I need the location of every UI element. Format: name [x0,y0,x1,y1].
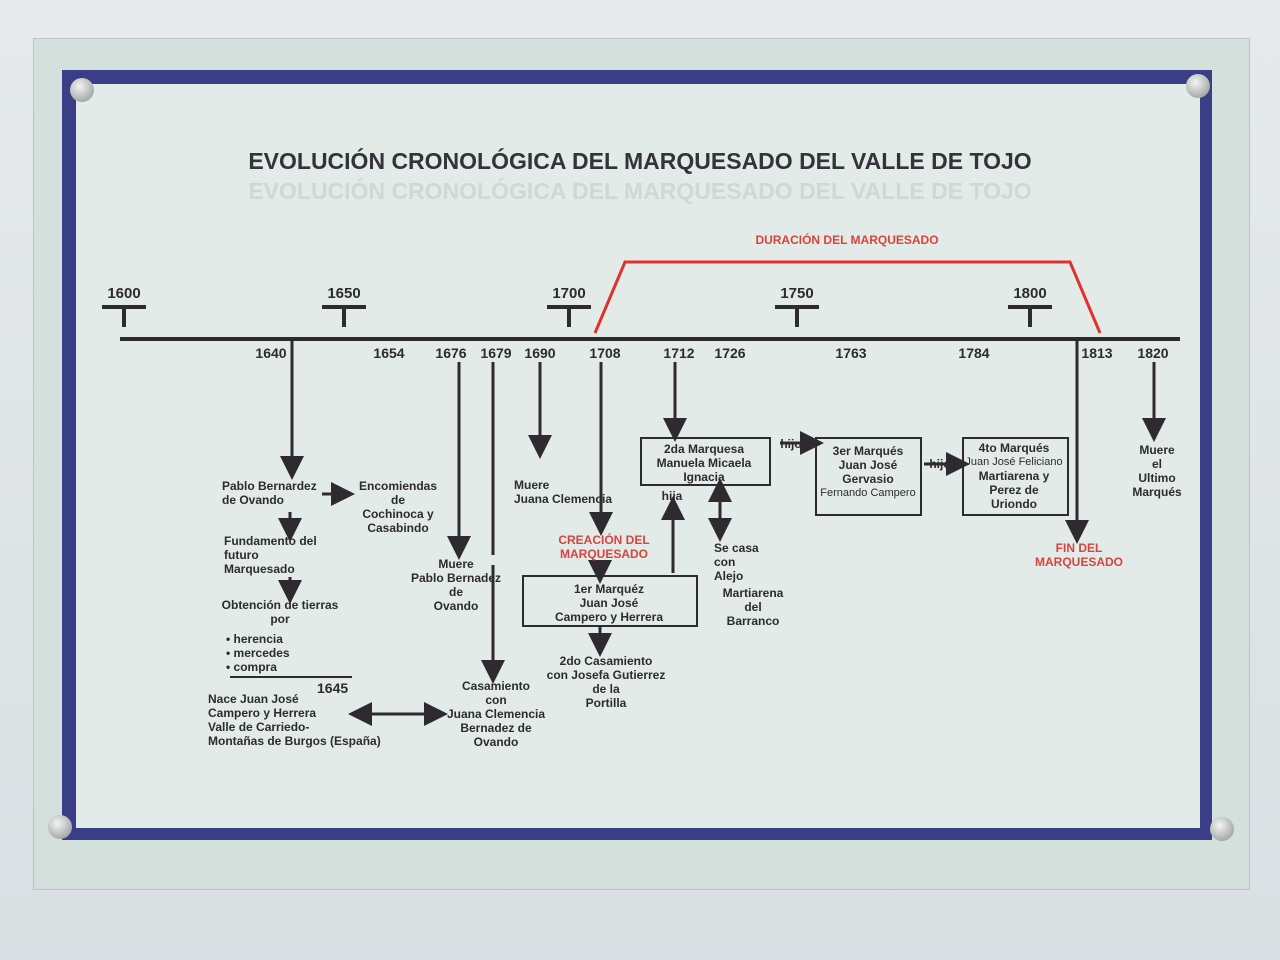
label-hijo: hijo [929,457,951,471]
event-year: 1784 [958,345,990,361]
bolt-icon [70,78,94,102]
bolt-icon [1210,817,1234,841]
major-year: 1700 [552,285,586,302]
box-marques-1 [522,575,698,627]
major-year: 1650 [327,285,361,302]
event-year: 1676 [435,345,467,361]
bolt-icon [1186,74,1210,98]
event-year: 1712 [663,345,695,361]
plaque-title: EVOLUCIÓN CRONOLÓGICA DEL MARQUESADO DEL… [248,148,1032,174]
event-year: 1820 [1137,345,1169,361]
event-year: 1813 [1081,345,1113,361]
major-year: 1750 [780,285,814,302]
event-year: 1654 [373,345,405,361]
bolt-icon [48,815,72,839]
year-1645: 1645 [317,680,349,696]
box-marques-4 [962,437,1069,516]
event-year: 1640 [255,345,287,361]
event-year: 1726 [714,345,746,361]
timeline-panel [76,84,1200,828]
label-hija: hija [661,489,683,503]
event-year: 1679 [480,345,512,361]
year-markers [102,305,1052,327]
duration-label: DURACIÓN DEL MARQUESADO [755,233,939,247]
box-marques-3 [815,437,922,516]
duration-bracket [593,260,1102,334]
event-year: 1708 [589,345,621,361]
box-marquesa-2 [640,437,771,486]
label-hijo: hijo [780,437,802,451]
bullet-list: • herencia• mercedes• compra [226,632,290,674]
major-year: 1600 [107,285,141,302]
title-reflection: EVOLUCIÓN CRONOLÓGICA DEL MARQUESADO DEL… [248,178,1032,204]
event-year: 1763 [835,345,867,361]
major-year: 1800 [1013,285,1047,302]
event-arrows [278,341,1166,726]
event-year: 1690 [524,345,556,361]
